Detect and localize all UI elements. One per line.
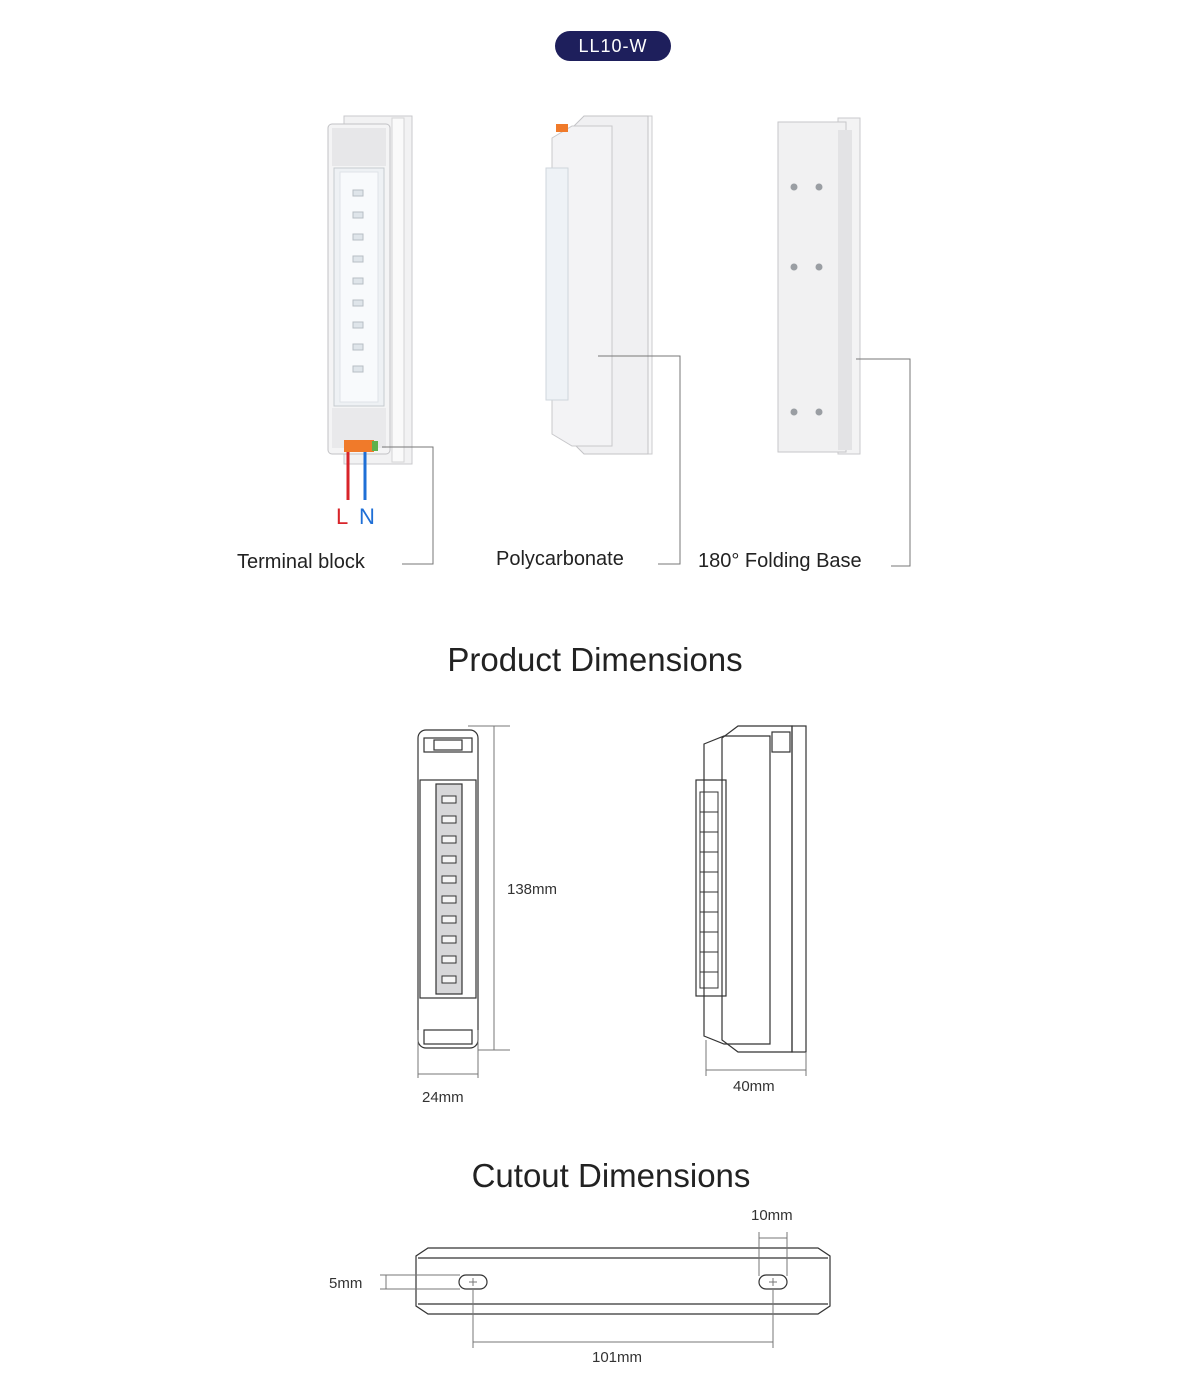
- terminal-block-label: Terminal block: [237, 551, 365, 573]
- hole-spacing-label: 101mm: [592, 1349, 643, 1366]
- neutral-wire-label: N: [359, 504, 375, 529]
- model-badge: LL10-W: [555, 31, 671, 61]
- width-dimension-label: 24mm: [422, 1089, 464, 1106]
- cutout-drawing: [415, 1247, 831, 1315]
- side-dimension-drawing: [695, 725, 807, 1053]
- side-view-photo: [545, 115, 653, 455]
- folding-base-label: 180° Folding Base: [698, 550, 862, 572]
- back-view-photo: [777, 117, 861, 455]
- polycarbonate-label: Polycarbonate: [496, 548, 624, 570]
- cutout-dimensions-title: Cutout Dimensions: [471, 1157, 751, 1194]
- slot-height-label: 5mm: [329, 1275, 363, 1292]
- slot-width-label: 10mm: [751, 1207, 793, 1224]
- product-dimensions-title: Product Dimensions: [447, 641, 743, 678]
- height-dimension-label: 138mm: [507, 881, 558, 898]
- front-view-photo: [327, 115, 413, 465]
- depth-dimension-label: 40mm: [733, 1078, 775, 1095]
- live-wire-label: L: [336, 504, 349, 529]
- front-dimension-drawing: [417, 729, 479, 1049]
